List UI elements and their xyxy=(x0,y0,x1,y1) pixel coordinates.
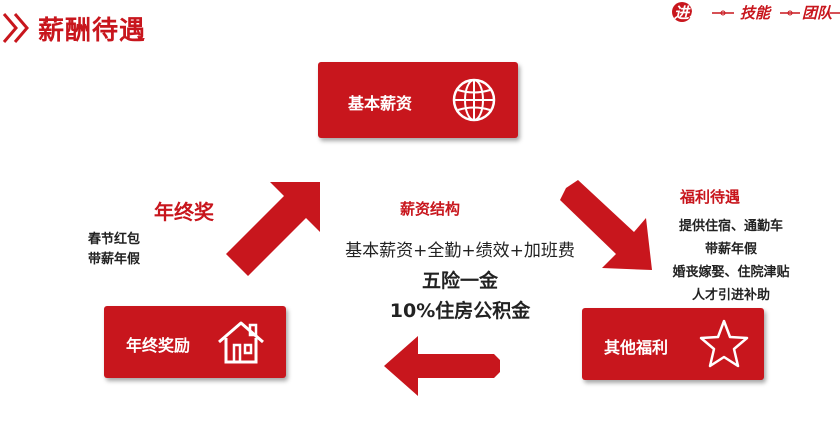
node-other-benefits: 其他福利 xyxy=(582,308,764,380)
house-icon xyxy=(218,321,264,364)
salary-formula: 基本薪资+全勤+绩效+加班费 xyxy=(345,241,575,261)
page-title: 薪酬待遇 xyxy=(38,16,147,46)
housing-fund-text: 10%住房公积金 xyxy=(389,300,531,322)
node-year-end-reward-label: 年终奖励 xyxy=(126,336,191,355)
year-end-bonus-heading: 年终奖 xyxy=(154,200,214,224)
globe-icon xyxy=(452,78,496,122)
node-year-end-reward: 年终奖励 xyxy=(104,306,286,378)
benefits-heading: 福利待遇 xyxy=(680,188,741,206)
arrow-down-right-icon xyxy=(560,180,652,270)
slogan-word-3: 团队 xyxy=(802,4,833,22)
node-other-benefits-label: 其他福利 xyxy=(604,338,669,357)
chevron-right-icon xyxy=(2,13,29,43)
slogan-word-2: 技能 xyxy=(740,4,771,22)
benefits-item: 提供住宿、通勤车 xyxy=(678,219,783,234)
node-basic-salary: 基本薪资 xyxy=(318,62,518,138)
node-basic-salary-label: 基本薪资 xyxy=(348,94,413,113)
slogan-banner: 进取 技能 团队 xyxy=(670,0,840,28)
benefits-item: 带薪年假 xyxy=(704,242,757,257)
year-end-bonus-item: 带薪年假 xyxy=(88,252,141,267)
benefits-item: 人才引进补助 xyxy=(691,288,770,303)
insurance-text: 五险一金 xyxy=(421,270,498,292)
year-end-bonus-item: 春节红包 xyxy=(88,232,141,247)
star-icon xyxy=(699,319,749,368)
arrow-up-right-icon xyxy=(226,182,320,276)
arrow-left-icon xyxy=(384,336,500,396)
slogan-word-1: 进取 xyxy=(674,4,705,22)
benefits-item: 婚丧嫁娶、住院津贴 xyxy=(672,265,790,280)
salary-structure-heading: 薪资结构 xyxy=(400,200,461,218)
